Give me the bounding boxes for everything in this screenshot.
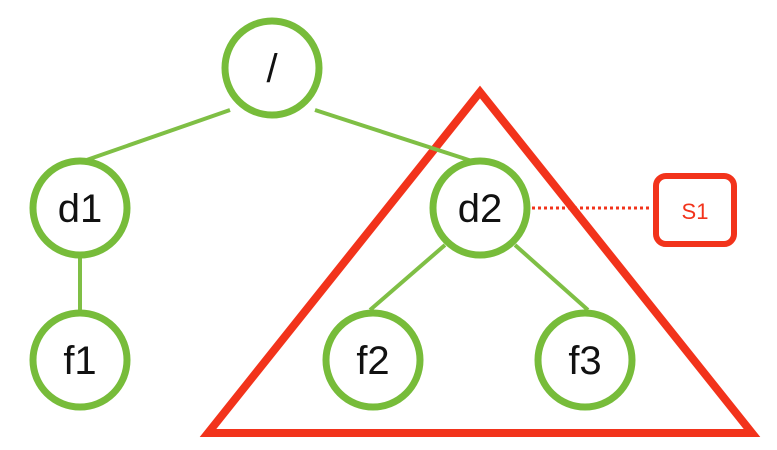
node-f2: f2 [322, 309, 424, 411]
node-d2-label: d2 [458, 187, 503, 231]
edge-d2-f3 [513, 243, 590, 312]
node-f3: f3 [534, 309, 636, 411]
edge-root-d1 [77, 108, 231, 165]
edge-root-d2 [314, 108, 479, 165]
node-d2: d2 [429, 157, 531, 259]
node-f3-label: f3 [568, 339, 601, 383]
snapshot-box: S1 [653, 173, 737, 247]
node-d1: d1 [29, 157, 131, 259]
node-f2-label: f2 [356, 339, 389, 383]
tree-edges [77, 108, 590, 315]
snapshot-label: S1 [682, 199, 709, 224]
tree-nodes: / d1 d2 f1 f2 f3 [29, 17, 636, 411]
edge-d2-f2 [368, 243, 447, 312]
node-f1: f1 [29, 309, 131, 411]
node-f1-label: f1 [63, 339, 96, 383]
subtree-highlight-triangle [199, 85, 761, 437]
node-root-label: / [266, 47, 278, 91]
node-d1-label: d1 [58, 187, 103, 231]
node-root: / [221, 17, 323, 119]
